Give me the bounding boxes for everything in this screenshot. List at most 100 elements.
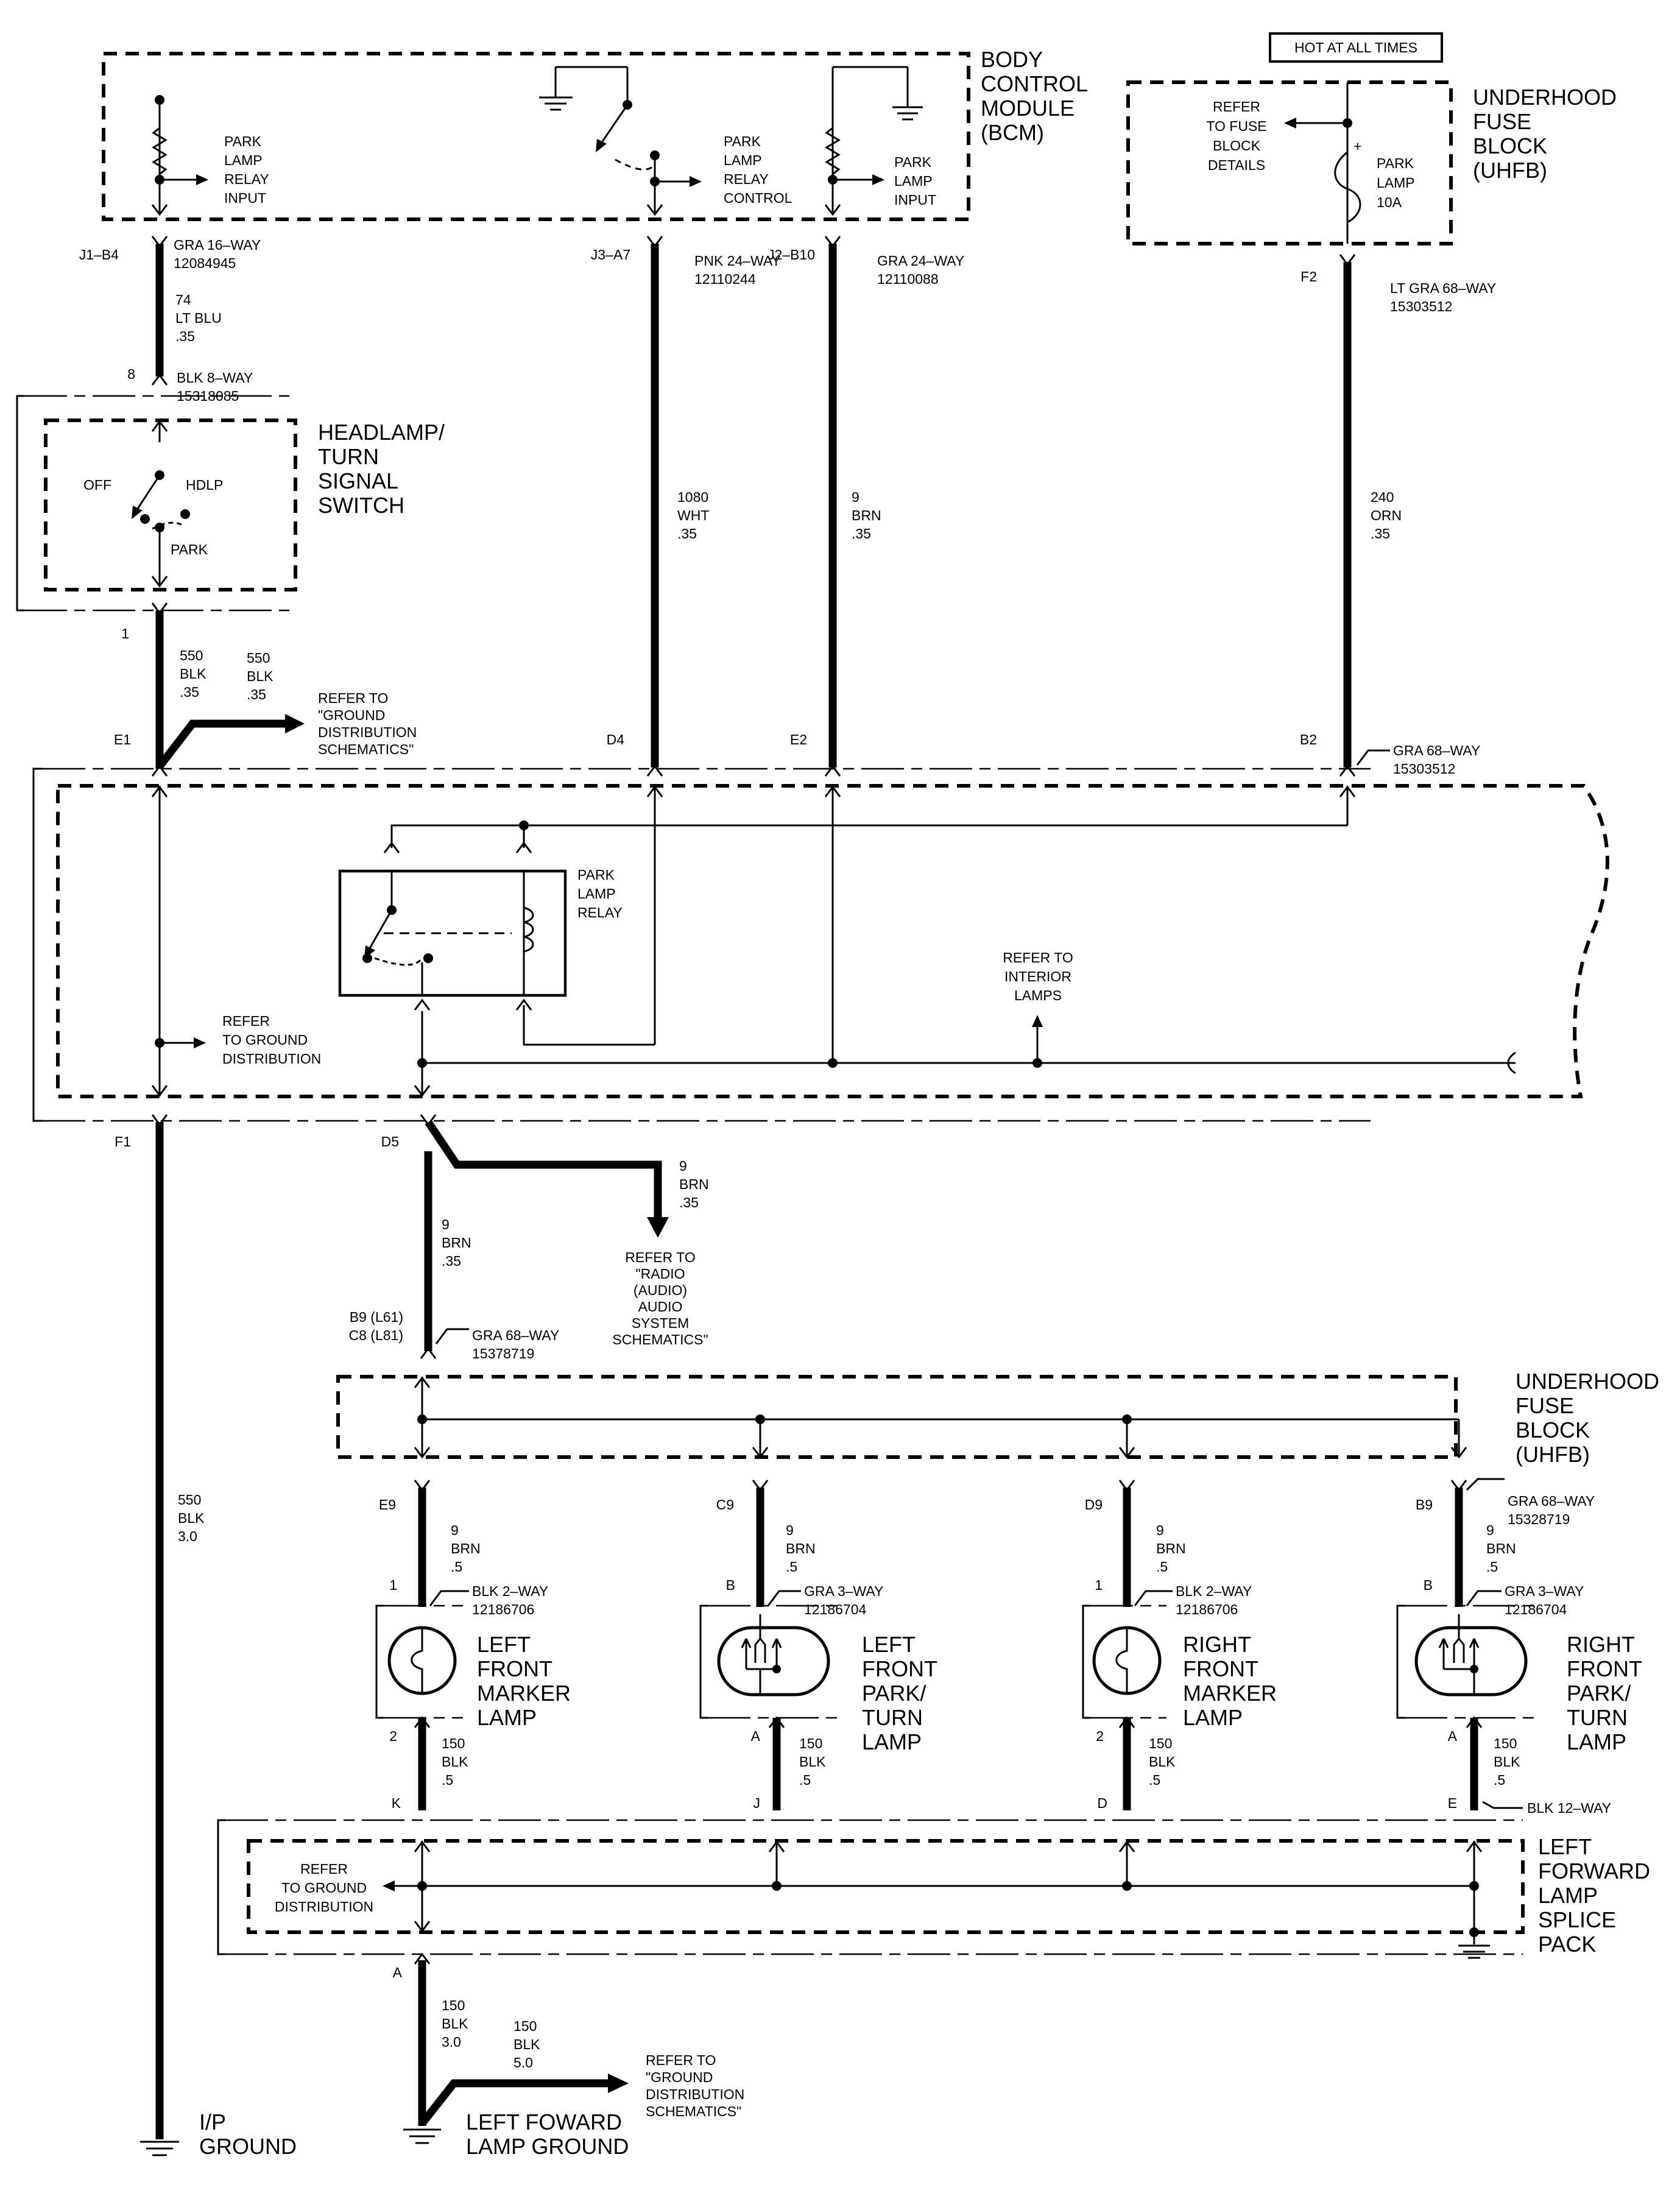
diagram-label: + [1354,138,1361,154]
text-line: AUDIO [638,1299,683,1315]
text-line: BLK [799,1754,826,1770]
diagram-label: B2 [1300,732,1317,747]
diagram-label: D9 [1085,1497,1103,1513]
text-line: .5 [442,1772,453,1788]
text-line: C8 (L81) [349,1327,403,1343]
text-line: .35 [1371,526,1390,542]
text-line: TURN [1567,1705,1628,1730]
text-line: BLOCK [1473,133,1547,158]
text-line: 12186704 [1505,1601,1567,1617]
text-line: GRA 24–WAY [877,253,964,269]
text-line: CONTROL [724,190,792,206]
text-line: RIGHT [1183,1632,1251,1657]
ground-icon [892,106,923,121]
text-line: GRA 3–WAY [804,1583,883,1599]
text-line: FRONT [862,1656,937,1681]
text-line: 550 [178,1492,201,1508]
text-line: SPLICE [1538,1907,1616,1932]
diagram-label: 2 [1096,1728,1104,1744]
text-line: TO FUSE [1206,118,1266,134]
text-line: 3.0 [178,1528,197,1544]
diagram-label: 8 [127,366,135,382]
diagram-label: F2 [1301,269,1317,284]
text-line: FUSE [1473,109,1531,134]
splice-ground-icon [1458,1944,1490,1959]
switch-park-label: PARK [171,542,208,557]
text-line: UNDERHOOD [1473,85,1617,110]
text-line: LAMP [477,1705,537,1730]
text-line: REFER [300,1861,348,1877]
diagram-label: K [392,1795,401,1811]
text-line: REFER TO [318,690,388,706]
diagram-label: E9 [379,1497,396,1513]
text-line: LEFT [477,1632,531,1657]
switch-hdlp-label: HDLP [186,477,223,493]
diagram-label: BLK 12–WAY [1527,1800,1611,1816]
text-line: 240 [1371,489,1394,505]
text-line: SCHEMATICS" [646,2103,741,2119]
text-line: TURN [318,444,379,469]
text-line: 550 [247,650,270,666]
text-line: (UHFB) [1516,1442,1590,1467]
text-line: CONTROL [981,71,1088,96]
text-line: (AUDIO) [634,1282,687,1298]
text-line: BLOCK [1213,138,1261,154]
text-line: LAMP [577,886,616,902]
text-line: BLK 8–WAY [177,370,253,386]
text-line: .5 [799,1772,811,1788]
text-line: .35 [852,526,871,542]
text-line: MARKER [1183,1681,1277,1706]
diagram-label: J1–B4 [79,247,119,263]
text-line: WHT [677,507,709,523]
text-line: .35 [175,328,195,344]
text-line: TO GROUND [281,1880,367,1896]
text-line: DISTRIBUTION [275,1899,373,1915]
text-line: BRN [1156,1541,1186,1556]
text-line: LEFT [862,1632,916,1657]
text-line: REFER TO [1003,950,1073,966]
text-line: .5 [1486,1559,1498,1575]
text-line: FUSE [1516,1393,1574,1418]
diagram-label: A [751,1728,761,1744]
text-line: INPUT [894,192,936,208]
text-line: GRA 3–WAY [1505,1583,1584,1599]
text-line: HEADLAMP/ [318,420,445,445]
text-line: PARK/ [862,1681,926,1706]
text-line: FRONT [477,1656,552,1681]
text-line: (UHFB) [1473,158,1547,183]
text-line: BRN [786,1541,816,1556]
text-line: 15328719 [1508,1511,1570,1527]
left-forward-lamp-ground-icon [403,2128,441,2144]
text-line: PARK [724,133,761,149]
text-line: MARKER [477,1681,571,1706]
text-line: LEFT [1538,1834,1592,1859]
text-line: SCHEMATICS" [612,1332,708,1347]
text-line: MODULE [981,96,1075,121]
text-line: PACK [1538,1932,1596,1957]
text-line: BRN [1486,1541,1516,1556]
diagram-label: D4 [607,732,625,747]
